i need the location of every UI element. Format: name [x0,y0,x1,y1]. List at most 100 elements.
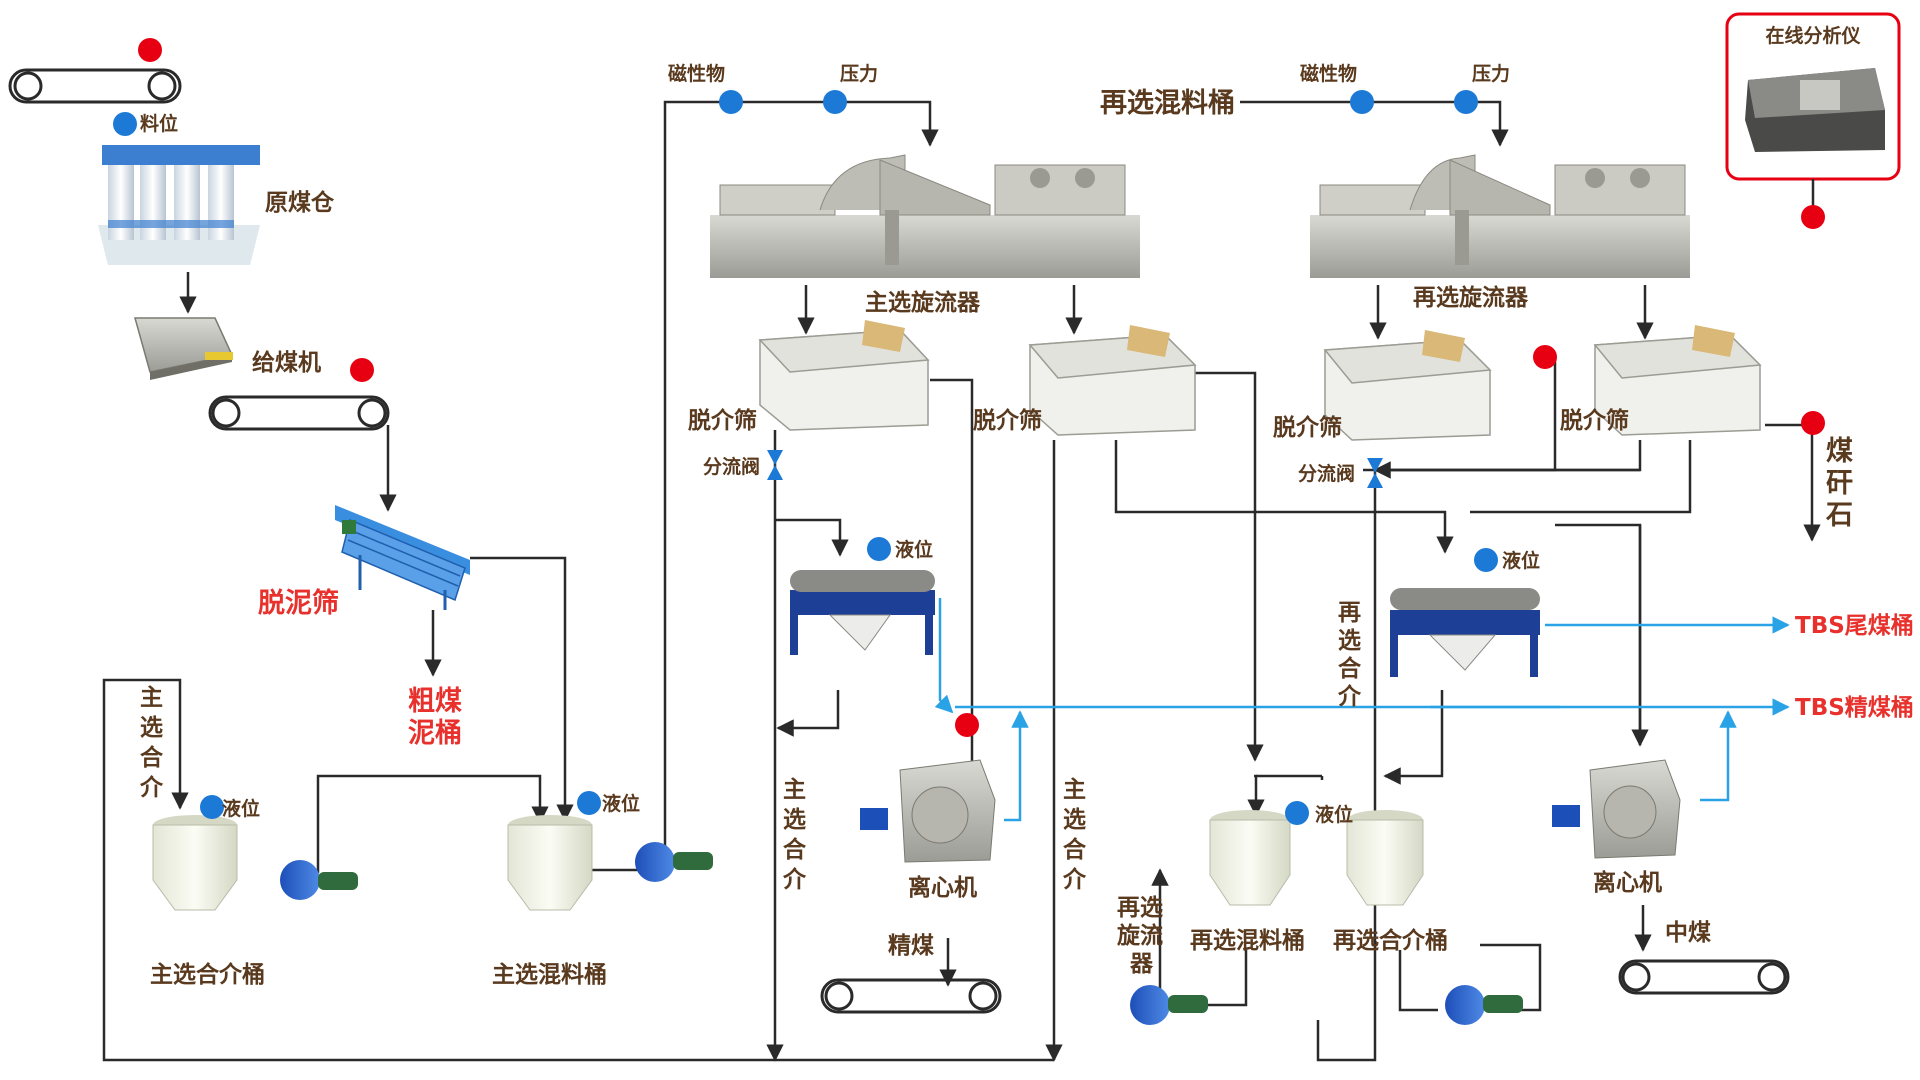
label-raw-coal-bin: 原煤仓 [265,189,335,216]
label-pressure-1: 压力 [840,62,878,85]
label-centrifuge-1: 离心机 [908,874,977,901]
label-main-dm-left-2: 选 [140,715,163,741]
pump-main-mix [635,842,713,882]
label-middlings: 中煤 [1665,920,1711,946]
label-liquid-level-3: 液位 [222,797,260,820]
centrifuge-1 [860,759,996,863]
sensor-liquid-level-3 [200,795,224,819]
sensor-magnetic-1 [719,90,743,114]
label-reselect-cyclone-v-2: 旋流 [1117,922,1163,949]
drain-screen-4 [1593,325,1762,436]
sensor-red-drain-3 [1533,345,1557,369]
label-main-dm-right-2: 选 [1063,807,1086,833]
sensors [113,38,1825,825]
magnetic-separator-1 [790,570,935,655]
label-coarse-slime-1: 粗煤 [408,686,462,717]
sensor-red-centrifuge [955,713,979,737]
label-reselect-cyclone: 再选旋流器 [1413,284,1529,311]
label-main-dm-mid-1: 主 [783,777,806,803]
label-main-dm-tank: 主选合介桶 [150,961,265,988]
desliming-screen [335,505,470,610]
label-main-dm-mid-2: 选 [783,807,806,833]
label-magnetic-1: 磁性物 [668,62,725,85]
drain-screen-2 [1028,325,1197,436]
label-reselect-dm-2: 选 [1338,628,1361,654]
label-level: 料位 [140,112,178,135]
label-gangue-1: 煤 [1826,436,1853,467]
label-magnetic-2: 磁性物 [1300,62,1357,85]
label-reselect-mix-tank: 再选混料桶 [1190,928,1305,954]
label-reselect-dm-1: 再 [1338,600,1361,626]
label-tbs-tail: TBS尾煤桶 [1795,613,1914,639]
conveyor-clean-coal [820,978,1002,1014]
main-cyclone-unit [710,154,1140,278]
label-main-dm-right-1: 主 [1063,777,1086,803]
sensor-red-conveyor-1 [138,38,162,62]
label-feeder: 给煤机 [252,349,321,376]
label-reselect-dm-4: 介 [1337,684,1362,710]
label-main-dm-right-4: 介 [1062,867,1087,893]
label-liquid-level-2: 液位 [1502,549,1540,572]
sensor-liquid-level-5 [1285,801,1309,825]
label-liquid-level-4: 液位 [602,792,640,815]
water-lines [934,598,1790,822]
drain-screen-3 [1323,330,1492,441]
label-centrifuge-2: 离心机 [1593,869,1662,896]
divert-valve-1[interactable] [767,450,783,480]
sensor-pressure-2 [1454,90,1478,114]
pump-reselect-mix [1130,985,1208,1025]
analyzer-title: 在线分析仪 [1765,24,1861,47]
reselect-mix-tank [1209,810,1291,906]
label-divert-valve-1: 分流阀 [703,455,760,478]
sensor-red-gangue [1801,411,1825,435]
label-liquid-level-5: 液位 [1315,803,1353,826]
main-dense-medium-tank [152,815,238,911]
drain-screen-1 [758,320,930,431]
label-main-dm-left-3: 合 [140,744,164,771]
online-analyzer[interactable]: 在线分析仪 [1725,12,1901,181]
centrifuge-2 [1552,759,1681,859]
main-mix-tank [507,815,593,911]
conveyor-feeder [208,395,390,431]
label-main-dm-left-1: 主 [140,685,163,711]
label-main-dm-left-4: 介 [139,775,164,801]
sensor-liquid-level-4 [577,791,601,815]
sensor-liquid-level-2 [1474,548,1498,572]
sensor-liquid-level-1 [867,537,891,561]
label-reselect-dm-3: 合 [1338,655,1362,682]
label-clean-coal: 精煤 [888,933,934,959]
label-reselect-dm-tank: 再选合介桶 [1333,927,1448,954]
label-desliming-screen: 脱泥筛 [258,587,339,619]
reselect-cyclone-unit [1310,154,1690,278]
label-gangue-3: 石 [1825,500,1853,531]
label-reselect-cyclone-v-1: 再选 [1117,895,1163,921]
pump-main-dense-medium [280,860,358,900]
sensor-level [113,112,137,136]
conveyor-top-left [8,68,182,104]
label-pressure-2: 压力 [1472,62,1510,85]
label-drain-screen-4: 脱介筛 [1560,407,1629,434]
label-tbs-clean: TBS精煤桶 [1795,695,1914,721]
label-main-mix-tank: 主选混料桶 [492,962,607,988]
label-liquid-level-1: 液位 [895,538,933,561]
reselect-dense-medium-tank [1346,810,1424,906]
label-gangue-2: 矸 [1826,468,1853,499]
sensor-red-feeder [350,358,374,382]
raw-coal-bin [98,145,260,265]
conveyor-middlings [1618,959,1790,995]
label-reselect-mix-tank-top: 再选混料桶 [1100,88,1235,119]
label-drain-screen-1: 脱介筛 [688,407,757,434]
label-drain-screen-2: 脱介筛 [973,407,1042,434]
label-divert-valve-2: 分流阀 [1298,462,1355,485]
label-main-dm-mid-3: 合 [783,836,807,863]
sensor-pressure-1 [823,90,847,114]
divert-valve-2[interactable] [1367,458,1383,488]
label-main-dm-mid-4: 介 [782,867,807,893]
sensor-magnetic-2 [1350,90,1374,114]
pump-reselect-dense-medium [1445,985,1523,1025]
sensor-red-analyzer [1801,205,1825,229]
label-reselect-cyclone-v-3: 器 [1129,951,1154,977]
magnetic-separator-2 [1390,588,1540,677]
feeder [134,317,234,380]
